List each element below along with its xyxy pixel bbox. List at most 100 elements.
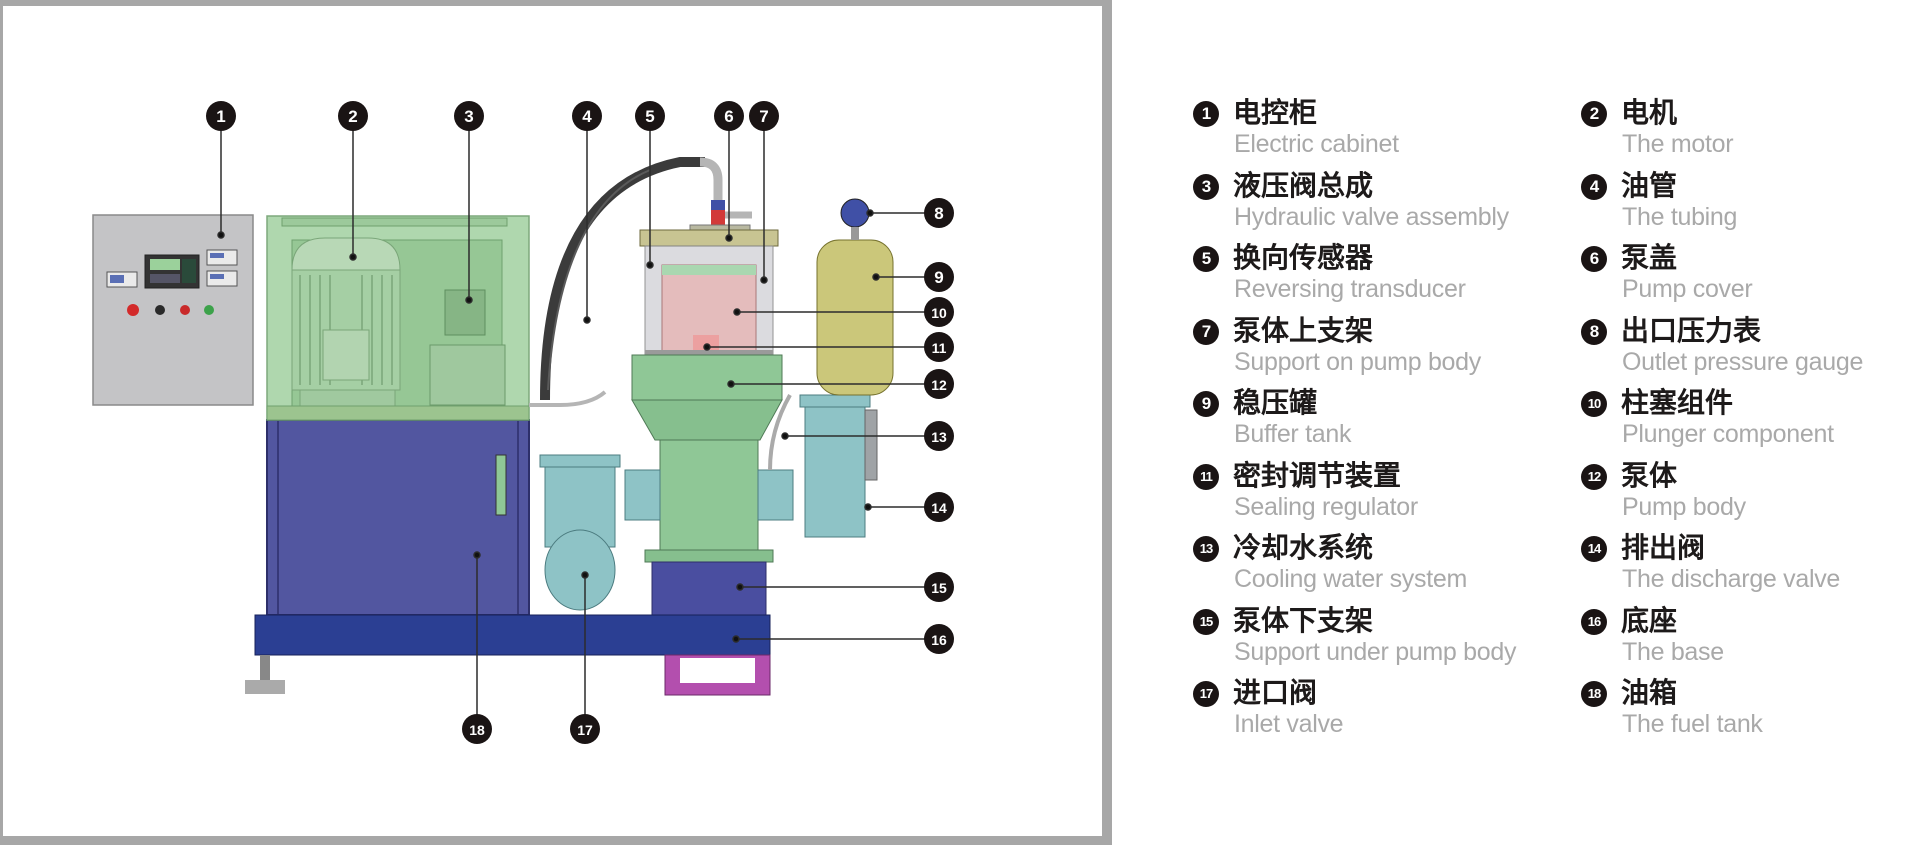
legend-label-en: Outlet pressure gauge (1622, 347, 1864, 376)
legend-label-zh: 冷却水系统 (1233, 531, 1374, 564)
legend-number-badge: 1 (1193, 101, 1219, 127)
callout-badge (924, 297, 954, 327)
callout-number: 4 (582, 107, 592, 126)
legend-number-badge: 18 (1581, 681, 1607, 707)
leader-dot-8 (866, 209, 874, 217)
callout-number: 15 (931, 580, 947, 596)
leader-dot-17 (581, 571, 589, 579)
leader-dot-5 (646, 261, 654, 269)
callout-badge (924, 198, 954, 228)
callout-badge (570, 714, 600, 744)
legend-label-en: Buffer tank (1234, 420, 1352, 448)
leader-dot-16 (732, 635, 740, 643)
legend-number-badge: 7 (1193, 318, 1219, 345)
callout-number: 16 (931, 632, 947, 648)
callout-number: 9 (934, 268, 943, 287)
buffer-tank (816, 198, 894, 396)
green-button (204, 305, 214, 315)
legend-label-zh: 排出阀 (1621, 531, 1706, 564)
leader-dot-2 (349, 253, 357, 261)
discharge-valve (768, 394, 878, 538)
callout-badge (924, 492, 954, 522)
legend-number-badge: 14 (1581, 536, 1607, 562)
pump-body (624, 354, 794, 563)
leader-lines (217, 116, 939, 729)
legend-label-en: Support on pump body (1234, 347, 1481, 376)
callout-1: 1 (206, 101, 236, 131)
legend-number-badge: 2 (1581, 101, 1607, 127)
legend-label-en: The base (1622, 637, 1724, 666)
legend-label-zh: 进口阀 (1233, 676, 1318, 709)
pump-cover (639, 224, 779, 360)
leader-dot-10 (733, 308, 741, 316)
legend-number-badge: 16 (1581, 608, 1607, 635)
callout-4: 4 (572, 101, 602, 131)
base (245, 614, 771, 696)
callout-18: 18 (462, 714, 492, 744)
legend-label-en: Reversing transducer (1234, 275, 1466, 303)
callout-badge (924, 369, 954, 399)
leader-dot-7 (760, 276, 768, 284)
callout-badge (206, 101, 236, 131)
legend-label-en: The tubing (1622, 202, 1738, 231)
legend-label-zh: 泵体上支架 (1233, 313, 1374, 347)
callout-badge (924, 262, 954, 292)
leader-dot-14 (864, 503, 872, 511)
legend-number-badge: 4 (1581, 173, 1607, 200)
callout-badge (924, 572, 954, 602)
callout-number: 10 (931, 305, 947, 321)
callout-number: 12 (931, 377, 947, 393)
legend-label-en: Support under pump body (1234, 637, 1517, 666)
callout-number: 5 (645, 107, 654, 126)
leader-dot-11 (703, 343, 711, 351)
legend-label-en: The motor (1622, 130, 1734, 158)
callout-number: 8 (934, 204, 943, 223)
callout-number: 13 (931, 429, 947, 445)
callout-6: 6 (714, 101, 744, 131)
legend-label-zh: 出口压力表 (1621, 313, 1762, 347)
legend-number-badge: 9 (1193, 391, 1219, 417)
red-small-button (180, 305, 190, 315)
callout-number: 3 (464, 107, 473, 126)
leader-dot-12 (727, 380, 735, 388)
legend-label-en: The discharge valve (1622, 565, 1841, 593)
callout-8: 8 (924, 198, 954, 228)
callout-15: 15 (924, 572, 954, 602)
fuel-tank (266, 419, 530, 616)
legend-number-badge: 11 (1193, 463, 1219, 490)
legend-number-badge: 13 (1193, 536, 1219, 562)
leader-dot-6 (725, 234, 733, 242)
legend-label-zh: 稳压罐 (1233, 386, 1318, 419)
legend-label-en: Cooling water system (1234, 565, 1467, 593)
lower-support (651, 561, 767, 621)
callout-number: 11 (932, 340, 947, 356)
callout-badge (924, 624, 954, 654)
callout-badge (572, 101, 602, 131)
legend-number-badge: 8 (1581, 318, 1607, 345)
legend-label-zh: 电控柜 (1233, 96, 1318, 129)
legend-label-zh: 底座 (1621, 603, 1678, 637)
callout-17: 17 (570, 714, 600, 744)
legend-label-zh: 油箱 (1621, 676, 1678, 709)
callout-9: 9 (924, 262, 954, 292)
diagram-frame (0, 0, 1112, 845)
legend-label-en: Inlet valve (1234, 710, 1344, 738)
callout-badge (338, 101, 368, 131)
motor-enclosure (266, 215, 530, 421)
callout-5: 5 (635, 101, 665, 131)
leader-dot-15 (736, 583, 744, 591)
legend-number-badge: 17 (1193, 681, 1219, 707)
callout-14: 14 (924, 492, 954, 522)
